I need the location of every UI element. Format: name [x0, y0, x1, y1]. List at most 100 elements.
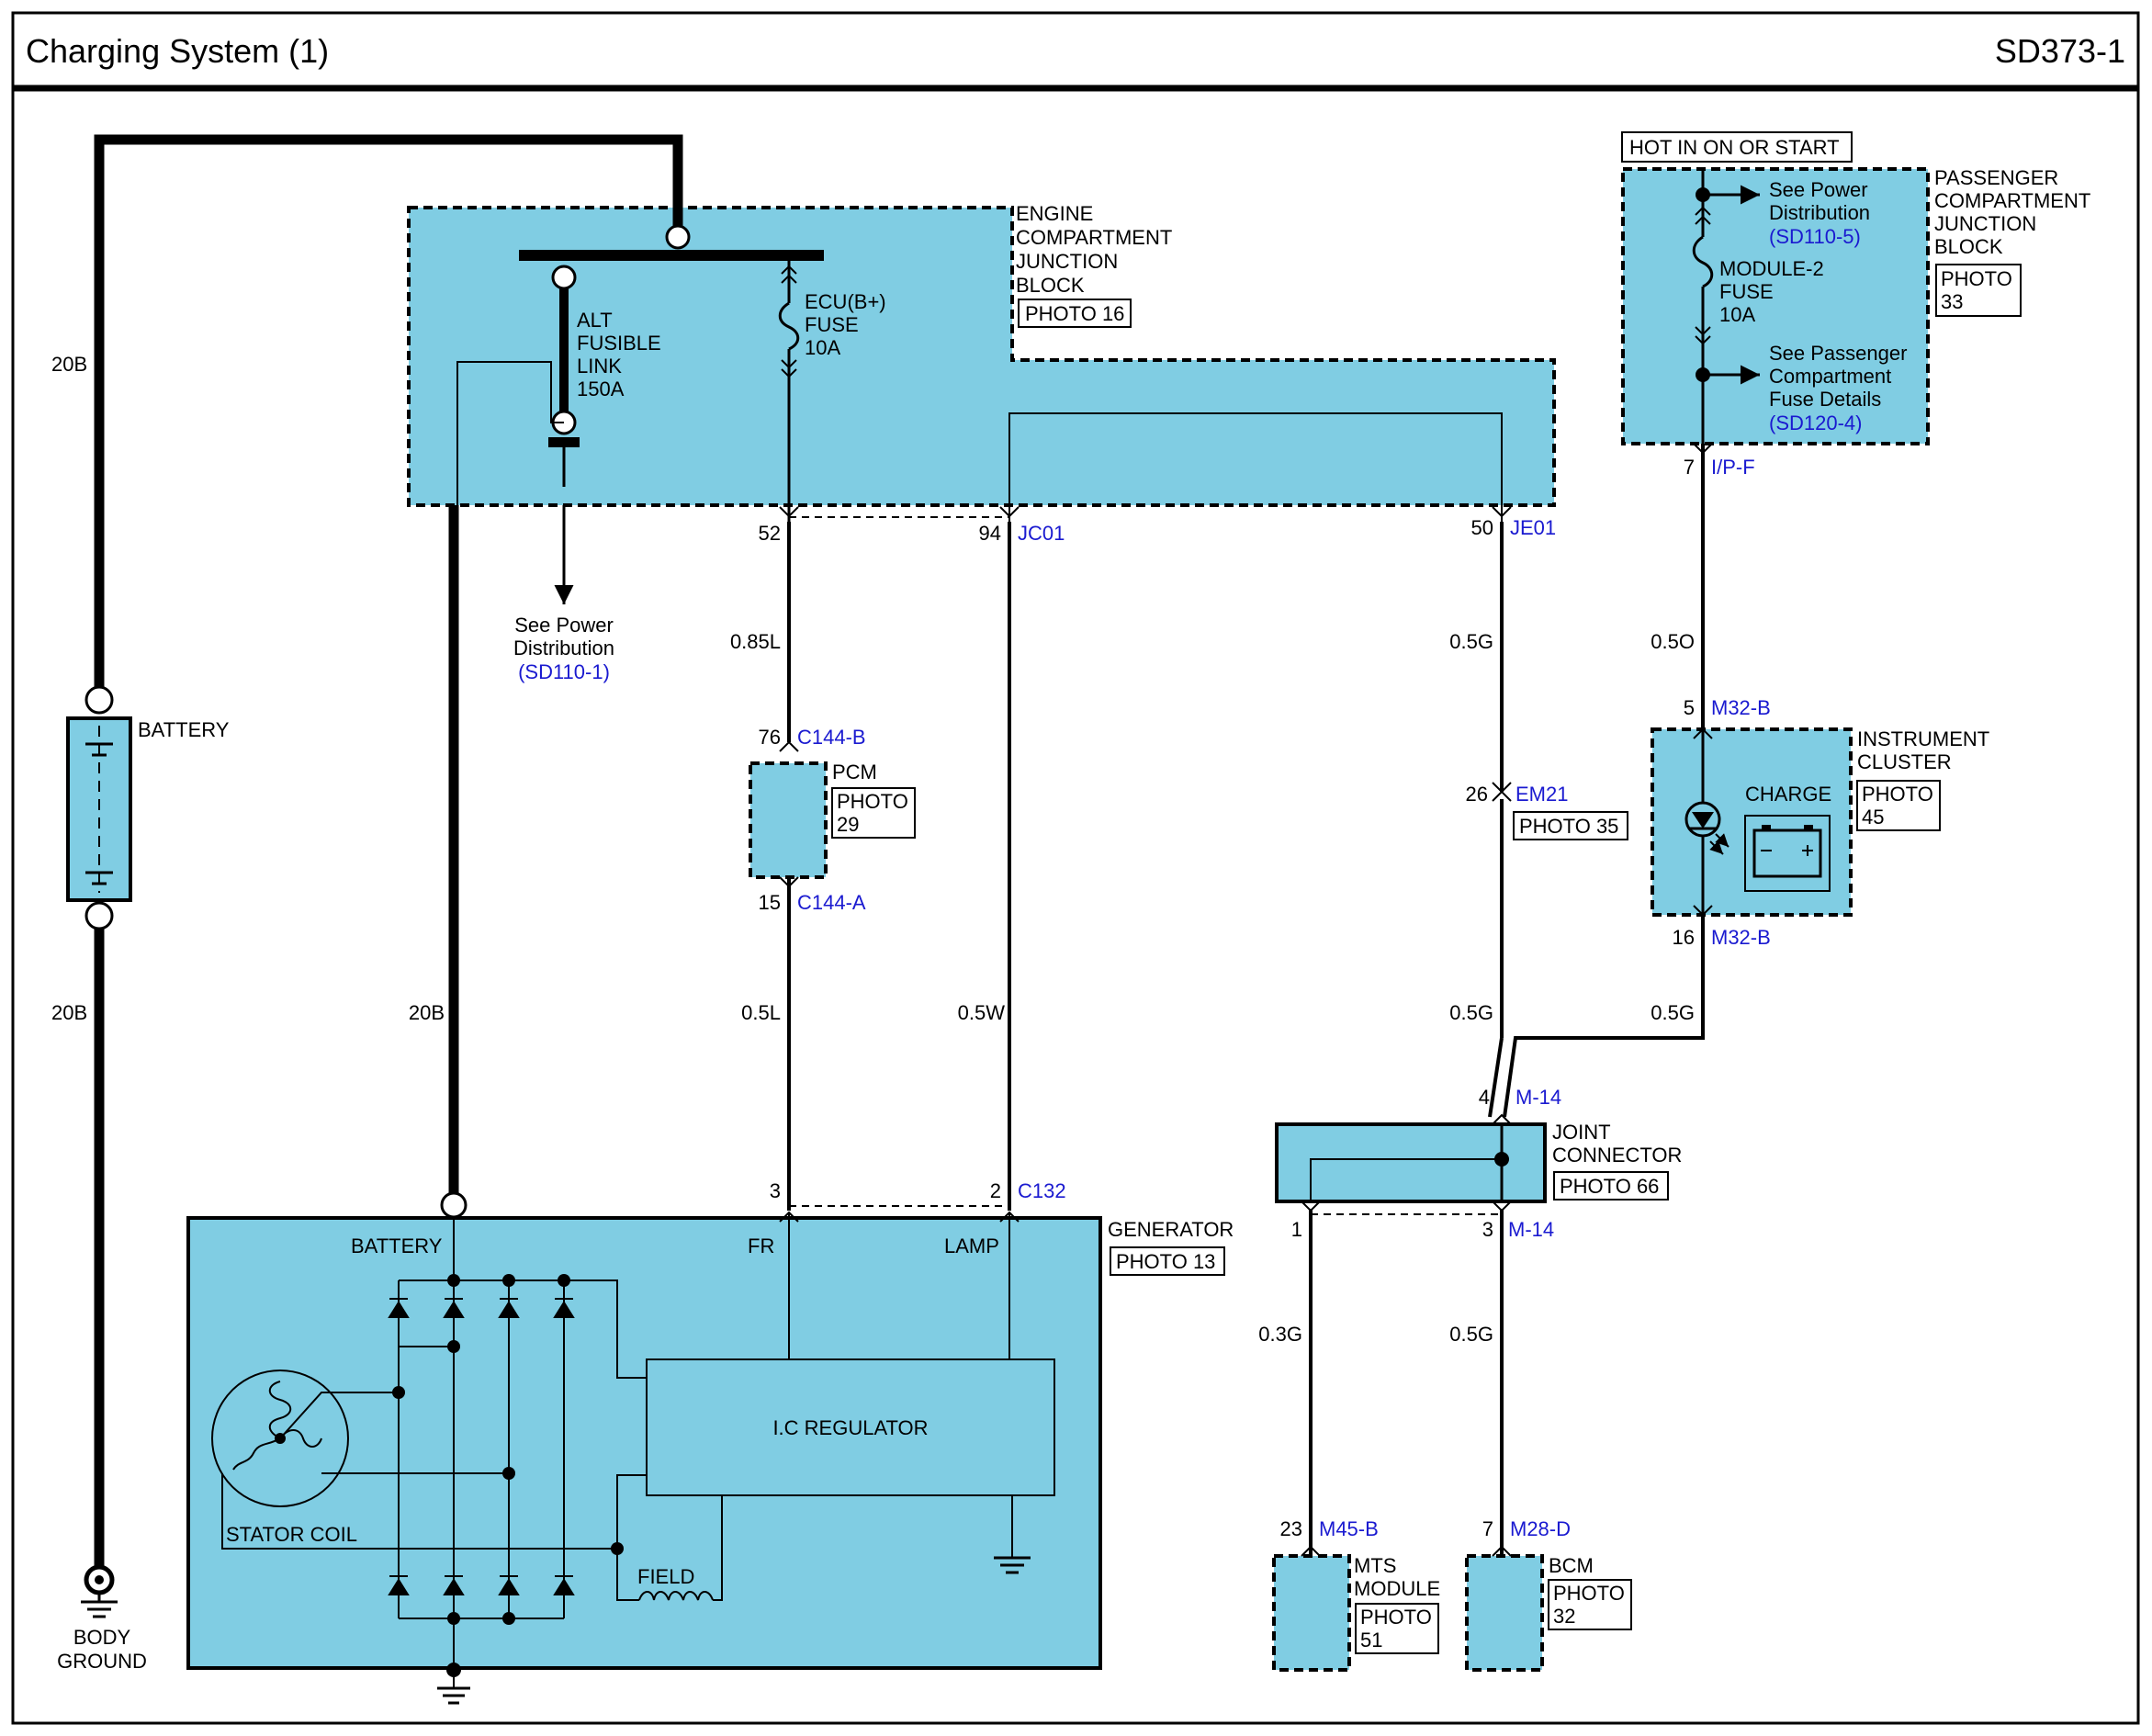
generator-b-terminal: [440, 1191, 468, 1219]
mts-photo-2: 51: [1360, 1629, 1382, 1651]
pcm-photo-1: PHOTO: [837, 790, 908, 813]
conn-m28d: M28-D: [1510, 1517, 1571, 1540]
alt-link-4: 150A: [577, 378, 625, 400]
generator-label: GENERATOR: [1108, 1218, 1234, 1241]
hot-label-box: [1621, 131, 1853, 163]
alt-link-3: LINK: [577, 355, 622, 378]
joint-photo: PHOTO 66: [1560, 1175, 1659, 1198]
pjb-fuse-3: 10A: [1719, 303, 1755, 326]
gen-lamp-label: LAMP: [944, 1234, 999, 1257]
ic-regulator-label: I.C REGULATOR: [772, 1416, 928, 1439]
pin-23: 23: [1280, 1517, 1302, 1540]
pin-3: 3: [770, 1179, 781, 1202]
bcm-label: BCM: [1549, 1554, 1594, 1577]
conn-m32b-top: M32-B: [1711, 696, 1771, 719]
see-power-ref-link[interactable]: (SD110-1): [518, 660, 610, 683]
conn-je01: JE01: [1510, 516, 1556, 539]
em21-photo: PHOTO 35: [1519, 815, 1618, 838]
page-frame: [11, 11, 2140, 1725]
wire-05L: 0.5L: [741, 1001, 781, 1024]
battery-icon: [1744, 815, 1831, 892]
pin-50: 50: [1471, 516, 1493, 539]
pjb-name-1: PASSENGER: [1934, 166, 2058, 189]
engine-junction-block: [407, 206, 1556, 507]
em21-photo-box: [1513, 811, 1628, 840]
pin-15: 15: [759, 891, 781, 914]
conn-jc01: JC01: [1018, 522, 1065, 545]
cluster-name-1: INSTRUMENT: [1857, 727, 1989, 750]
mts-name-2: MODULE: [1354, 1577, 1440, 1600]
instrument-cluster: [1651, 727, 1853, 917]
pjb-see-fuse-1: See Passenger: [1769, 342, 1907, 365]
mts-photo-box: [1355, 1603, 1439, 1654]
conn-m45b: M45-B: [1319, 1517, 1379, 1540]
pjb-see-fuse-ref-link[interactable]: (SD120-4): [1769, 411, 1862, 434]
pcm-label: PCM: [832, 761, 877, 783]
pcm-photo-2: 29: [837, 813, 859, 836]
bcm-photo-2: 32: [1553, 1605, 1575, 1628]
wire-03G: 0.3G: [1258, 1323, 1302, 1346]
diagram-code: SD373-1: [1995, 32, 2125, 70]
ejb-name-1: ENGINE: [1016, 202, 1093, 225]
gen-fr-label: FR: [748, 1234, 774, 1257]
generator-photo: PHOTO 13: [1116, 1250, 1215, 1273]
pjb-name-4: BLOCK: [1934, 235, 2003, 258]
joint-name-2: CONNECTOR: [1552, 1144, 1682, 1167]
pjb-internals: [1692, 169, 1760, 444]
conn-m14-bottom: M-14: [1508, 1218, 1554, 1241]
pin-26: 26: [1466, 783, 1488, 806]
ejb-name-4: BLOCK: [1016, 274, 1085, 297]
pin-7: 7: [1684, 456, 1695, 479]
ejb-name-3: JUNCTION: [1016, 250, 1118, 273]
conn-c132: C132: [1018, 1179, 1066, 1202]
battery-wire-top: 20B: [51, 353, 87, 376]
pjb-see-power-1: See Power: [1769, 178, 1868, 201]
wires: [448, 443, 1713, 1557]
passenger-junction-block: [1621, 167, 1930, 445]
battery-wire-bottom: 20B: [51, 1001, 87, 1024]
pin-16: 16: [1673, 926, 1695, 949]
battery-circuit: [81, 134, 683, 1618]
cluster-photo-box: [1856, 780, 1941, 831]
pjb-see-fuse-3: Fuse Details: [1769, 388, 1881, 411]
joint-photo-box: [1553, 1171, 1669, 1201]
pjb-photo-1: PHOTO: [1941, 267, 2012, 290]
generator-internals: [211, 1212, 1031, 1705]
cluster-photo-1: PHOTO: [1862, 783, 1933, 806]
hot-label: HOT IN ON OR START: [1629, 136, 1840, 159]
wire-05G-d: 0.5G: [1449, 1323, 1493, 1346]
mts-module: [1272, 1554, 1351, 1672]
pin-7b: 7: [1482, 1517, 1493, 1540]
ejb-photo-box: [1018, 299, 1132, 328]
ecu-fuse-2: FUSE: [805, 313, 859, 336]
pjb-name-2: COMPARTMENT: [1934, 189, 2090, 212]
pjb-photo-2: 33: [1941, 290, 1963, 313]
wire-05G-c: 0.5G: [1651, 1001, 1695, 1024]
wire-05O: 0.5O: [1651, 630, 1695, 653]
ground-label-2: GROUND: [57, 1650, 147, 1673]
engine-jb-internals: [456, 224, 1512, 604]
conn-c144b: C144-B: [797, 726, 866, 749]
battery-label: BATTERY: [138, 718, 230, 741]
joint-connector-internals: [1310, 1124, 1509, 1201]
charge-warning-lamp-icon: [1684, 729, 1729, 915]
pin-3m: 3: [1482, 1218, 1493, 1241]
pjb-fuse-2: FUSE: [1719, 280, 1774, 303]
pjb-see-power-ref-link[interactable]: (SD110-5): [1769, 225, 1861, 248]
pin-4: 4: [1479, 1086, 1490, 1109]
ecu-fuse-1: ECU(B+): [805, 290, 886, 313]
pin-52: 52: [759, 522, 781, 545]
pjb-see-power-2: Distribution: [1769, 201, 1870, 224]
cluster-name-2: CLUSTER: [1857, 750, 1952, 773]
pin-1: 1: [1291, 1218, 1302, 1241]
conn-m32b-bottom: M32-B: [1711, 926, 1771, 949]
conn-ipf: I/P-F: [1711, 456, 1755, 479]
cluster-photo-2: 45: [1862, 806, 1884, 829]
bcm-photo-box: [1548, 1579, 1632, 1630]
bcm-module: [1465, 1554, 1544, 1672]
page-title: Charging System (1): [26, 32, 329, 70]
wire-05W: 0.5W: [958, 1001, 1006, 1024]
conn-em21: EM21: [1515, 783, 1568, 806]
pjb-see-fuse-2: Compartment: [1769, 365, 1891, 388]
